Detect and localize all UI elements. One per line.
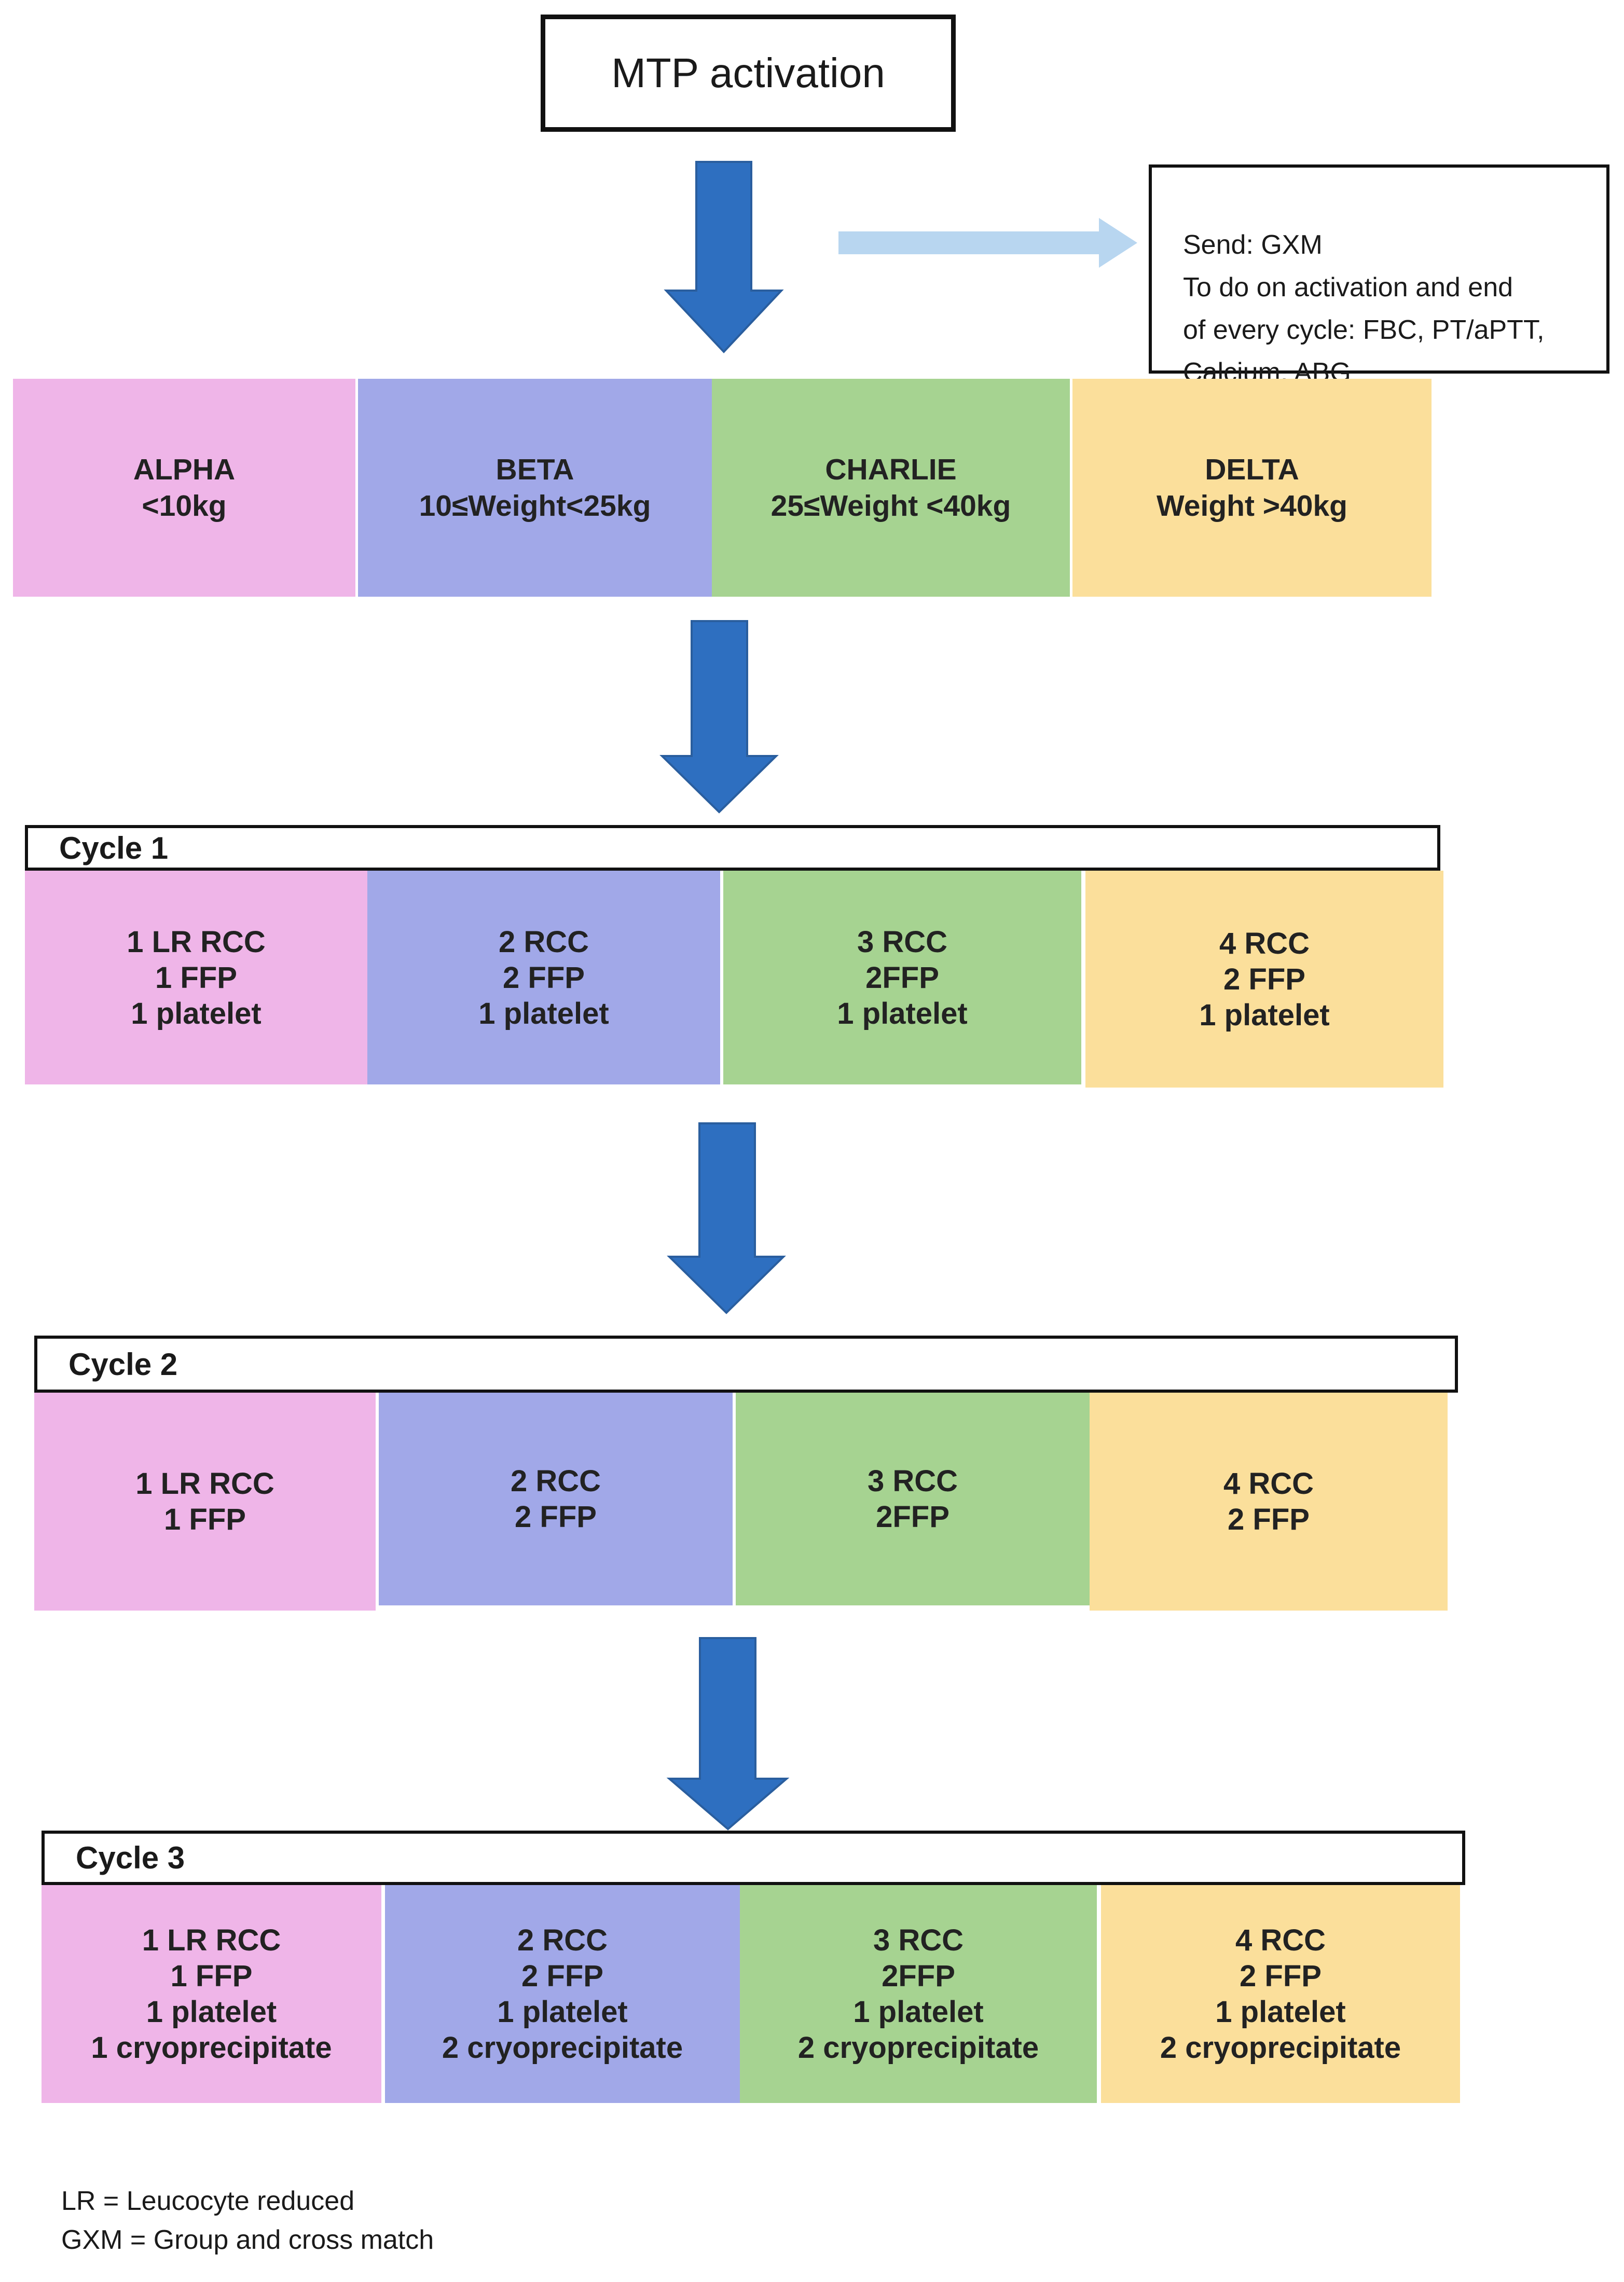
- down-arrow-4: [666, 1637, 790, 1831]
- cycle-3-header: Cycle 3: [42, 1831, 1465, 1885]
- cycle-label: Cycle 1: [59, 830, 169, 865]
- cycle-1-alpha: 1 LR RCC 1 FFP 1 platelet: [25, 871, 367, 1084]
- category-range: 25≤Weight <40kg: [770, 489, 1011, 523]
- cycle-3-delta: 4 RCC 2 FFP 1 platelet 2 cryoprecipitate: [1101, 1885, 1460, 2103]
- cycle-1-beta: 2 RCC 2 FFP 1 platelet: [367, 871, 720, 1084]
- category-name: CHARLIE: [825, 453, 957, 486]
- cycle-label: Cycle 3: [76, 1840, 185, 1875]
- legend-item: LR = Leucocyte reduced: [61, 2186, 355, 2216]
- side-arrow: [838, 218, 1137, 268]
- dose-line: 2FFP: [865, 960, 939, 995]
- dose-line: 2 cryoprecipitate: [1160, 2031, 1401, 2065]
- dose-line: 3 RCC: [873, 1923, 964, 1957]
- dose-line: 1 LR RCC: [142, 1923, 281, 1957]
- category-name: ALPHA: [133, 453, 236, 486]
- down-arrow-2: [659, 620, 779, 814]
- dose-line: 2 FFP: [1228, 1503, 1310, 1536]
- dose-line: 2 cryoprecipitate: [442, 2031, 683, 2065]
- dose-line: 1 LR RCC: [127, 925, 266, 959]
- abbreviation-legend: LR = Leucocyte reduced GXM = Group and c…: [61, 2182, 788, 2260]
- cycle-3-charlie: 3 RCC 2FFP 1 platelet 2 cryoprecipitate: [740, 1885, 1097, 2103]
- cycle-1-header: Cycle 1: [25, 825, 1440, 871]
- info-line: of every cycle: FBC, PT/aPTT,: [1183, 315, 1545, 345]
- dose-line: 4 RCC: [1235, 1923, 1326, 1957]
- dose-line: 2 RCC: [498, 925, 589, 959]
- info-line: Send: GXM: [1183, 230, 1323, 260]
- dose-line: 2 FFP: [1240, 1959, 1322, 1993]
- dose-line: 2 RCC: [517, 1923, 608, 1957]
- mtp-activation-title: MTP activation: [611, 50, 885, 96]
- dose-line: 3 RCC: [857, 925, 948, 959]
- dose-line: 1 LR RCC: [135, 1467, 274, 1501]
- category-delta: DELTA Weight >40kg: [1072, 379, 1432, 597]
- category-name: BETA: [496, 453, 574, 486]
- info-line: To do on activation and end: [1183, 272, 1513, 303]
- legend-item: GXM = Group and cross match: [61, 2225, 434, 2255]
- dose-line: 1 platelet: [1215, 1995, 1346, 2029]
- dose-line: 1 platelet: [837, 996, 968, 1030]
- dose-line: 1 platelet: [853, 1995, 984, 2029]
- dose-line: 1 FFP: [170, 1959, 253, 1993]
- category-charlie: CHARLIE 25≤Weight <40kg: [712, 379, 1070, 597]
- dose-line: 1 platelet: [497, 1995, 628, 2029]
- dose-line: 2FFP: [876, 1500, 949, 1534]
- down-arrow-3: [667, 1122, 786, 1314]
- dose-line: 1 platelet: [131, 996, 262, 1030]
- cycle-1-charlie: 3 RCC 2FFP 1 platelet: [723, 871, 1081, 1084]
- dose-line: 1 platelet: [146, 1995, 277, 2029]
- cycle-3-beta: 2 RCC 2 FFP 1 platelet 2 cryoprecipitate: [385, 1885, 740, 2103]
- dose-line: 2 RCC: [510, 1464, 601, 1498]
- dose-line: 1 FFP: [164, 1503, 246, 1536]
- dose-line: 3 RCC: [867, 1464, 958, 1498]
- category-name: DELTA: [1205, 453, 1299, 486]
- category-range: Weight >40kg: [1157, 489, 1347, 523]
- cycle-3-alpha: 1 LR RCC 1 FFP 1 platelet 1 cryoprecipit…: [42, 1885, 381, 2103]
- dose-line: 1 platelet: [1199, 998, 1330, 1032]
- category-range: 10≤Weight<25kg: [419, 489, 651, 523]
- category-range: <10kg: [142, 489, 227, 523]
- dose-line: 1 cryoprecipitate: [91, 2031, 332, 2065]
- dose-line: 4 RCC: [1223, 1467, 1314, 1501]
- category-alpha: ALPHA <10kg: [13, 379, 355, 597]
- cycle-2-alpha: 1 LR RCC 1 FFP: [34, 1393, 376, 1611]
- down-arrow-1: [664, 161, 784, 353]
- dose-line: 2 FFP: [515, 1500, 597, 1534]
- lab-tests-note-box: Send: GXM To do on activation and end of…: [1149, 164, 1609, 388]
- cycle-label: Cycle 2: [68, 1346, 178, 1382]
- dose-line: 2 cryoprecipitate: [797, 2031, 1039, 2065]
- dose-line: 1 FFP: [155, 960, 237, 995]
- dose-line: 1 platelet: [478, 996, 609, 1030]
- cycle-2-beta: 2 RCC 2 FFP: [379, 1393, 733, 1605]
- dose-line: 4 RCC: [1219, 926, 1310, 960]
- cycle-1-delta: 4 RCC 2 FFP 1 platelet: [1085, 871, 1443, 1088]
- cycle-2-delta: 4 RCC 2 FFP: [1090, 1393, 1448, 1611]
- mtp-activation-box: MTP activation: [541, 15, 956, 132]
- dose-line: 2 FFP: [1223, 962, 1305, 996]
- dose-line: 2 FFP: [521, 1959, 603, 1993]
- cycle-2-charlie: 3 RCC 2FFP: [736, 1393, 1090, 1605]
- cycle-2-header: Cycle 2: [34, 1336, 1458, 1393]
- dose-line: 2FFP: [882, 1959, 955, 1993]
- category-beta: BETA 10≤Weight<25kg: [358, 379, 712, 597]
- dose-line: 2 FFP: [503, 960, 585, 995]
